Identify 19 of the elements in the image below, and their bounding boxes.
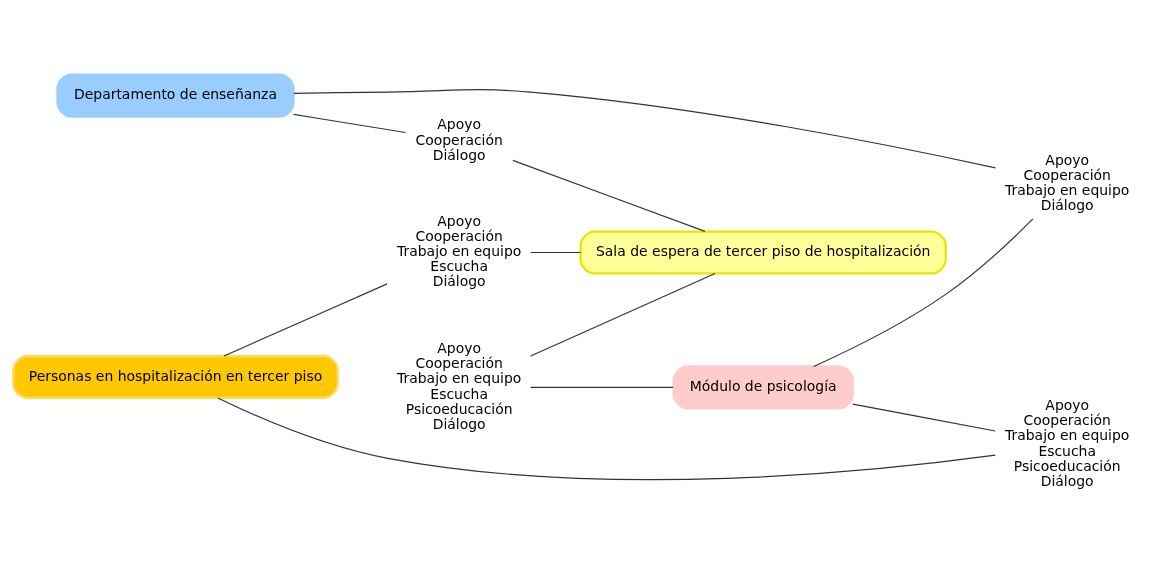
- connector: [813, 218, 1034, 368]
- connector: [530, 386, 674, 388]
- connector: [293, 89, 997, 169]
- node-box: Módulo de psicología: [672, 365, 854, 410]
- connector: [223, 283, 388, 357]
- node-text: Apoyo Cooperación Trabajo en equipo Escucha Diálogo: [397, 212, 522, 290]
- node-box: Departamento de enseñanza: [56, 73, 295, 118]
- node-text: Apoyo Cooperación Trabajo en equipo Escucha Psicoeducación Diálogo: [1005, 397, 1130, 489]
- connector: [292, 113, 407, 134]
- connector: [852, 403, 996, 432]
- connector: [217, 397, 997, 481]
- connector: [512, 159, 706, 232]
- node-text: Apoyo Cooperación Diálogo: [415, 116, 503, 163]
- node-text: Apoyo Cooperación Trabajo en equipo Diálogo: [1005, 151, 1130, 214]
- node-box: Sala de espera de tercer piso de hospitalización: [579, 230, 947, 275]
- connector: [530, 272, 716, 357]
- node-box: Personas en hospitalización en tercer piso: [12, 354, 339, 399]
- node-text: Apoyo Cooperación Trabajo en equipo Escucha Psicoeducación Diálogo: [397, 340, 522, 432]
- connector: [530, 251, 582, 254]
